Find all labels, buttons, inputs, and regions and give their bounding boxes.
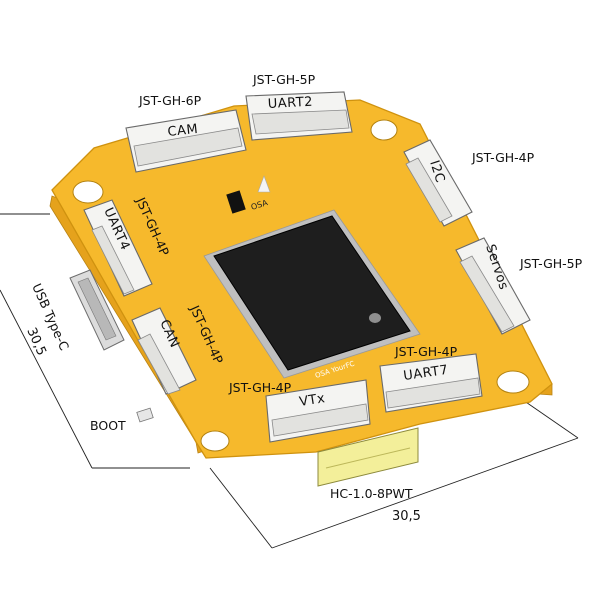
usb-type-c-port [69, 269, 125, 351]
connector-uart2: UART2 [245, 91, 353, 141]
cam-type-label: JST-GH-6P [138, 93, 202, 108]
connector-uart4: UART4 [83, 199, 153, 297]
mounting-holes [72, 119, 530, 452]
width-dimension: 30,5 [392, 509, 421, 524]
uart2-name: UART2 [267, 95, 313, 112]
mcu-chip [203, 209, 421, 379]
i2c-name: I2C [426, 159, 447, 185]
bottom-connector-label: HC-1.0-8PWT [330, 486, 413, 501]
uart7-type-label: JST-GH-4P [394, 344, 458, 359]
dimension-lines [0, 213, 579, 549]
servos-type-label: JST-GH-5P [519, 256, 583, 271]
connector-i2c: I2C [403, 139, 473, 227]
boot-label: BOOT [90, 418, 126, 433]
uart2-type-label: JST-GH-5P [252, 72, 316, 87]
connector-vtx: VTx [265, 379, 371, 443]
cam-name: CAM [167, 122, 199, 140]
vtx-name: VTx [298, 391, 326, 410]
boot-button [136, 407, 154, 423]
connector-cam: CAM [125, 109, 247, 173]
connector-uart7: UART7 [379, 353, 483, 413]
bottom-connector [317, 427, 419, 487]
uart7-name: UART7 [402, 363, 449, 384]
vtx-type-label: JST-GH-4P [228, 380, 292, 395]
i2c-type-label: JST-GH-4P [471, 150, 535, 165]
